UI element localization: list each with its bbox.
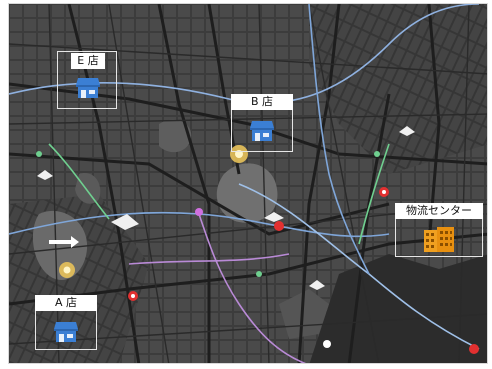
minor-roads [9, 4, 487, 363]
store-label: E 店 [71, 53, 105, 69]
store-label: A 店 [35, 295, 97, 311]
store-icon [76, 78, 100, 98]
poi-markers [36, 126, 479, 354]
imperial-palace-park [216, 163, 278, 223]
city-blocks-northeast [309, 4, 487, 174]
central-park [159, 119, 192, 153]
map-canvas[interactable]: E 店 B 店 A 店 [8, 3, 488, 364]
callout-logistics-center[interactable]: 物流センター [395, 203, 483, 257]
warehouse-icon [424, 227, 454, 252]
store-icon [54, 322, 78, 342]
store-label: B 店 [231, 94, 293, 110]
west-park [32, 210, 88, 280]
store-icon [250, 121, 274, 141]
logistics-label: 物流センター [395, 203, 483, 219]
callout-frame [57, 51, 117, 109]
arrow-icon [49, 236, 79, 248]
callout-store-a[interactable]: A 店 [35, 295, 97, 350]
callout-store-b[interactable]: B 店 [231, 94, 293, 152]
callout-store-e[interactable]: E 店 [57, 51, 117, 109]
small-park [75, 173, 101, 204]
